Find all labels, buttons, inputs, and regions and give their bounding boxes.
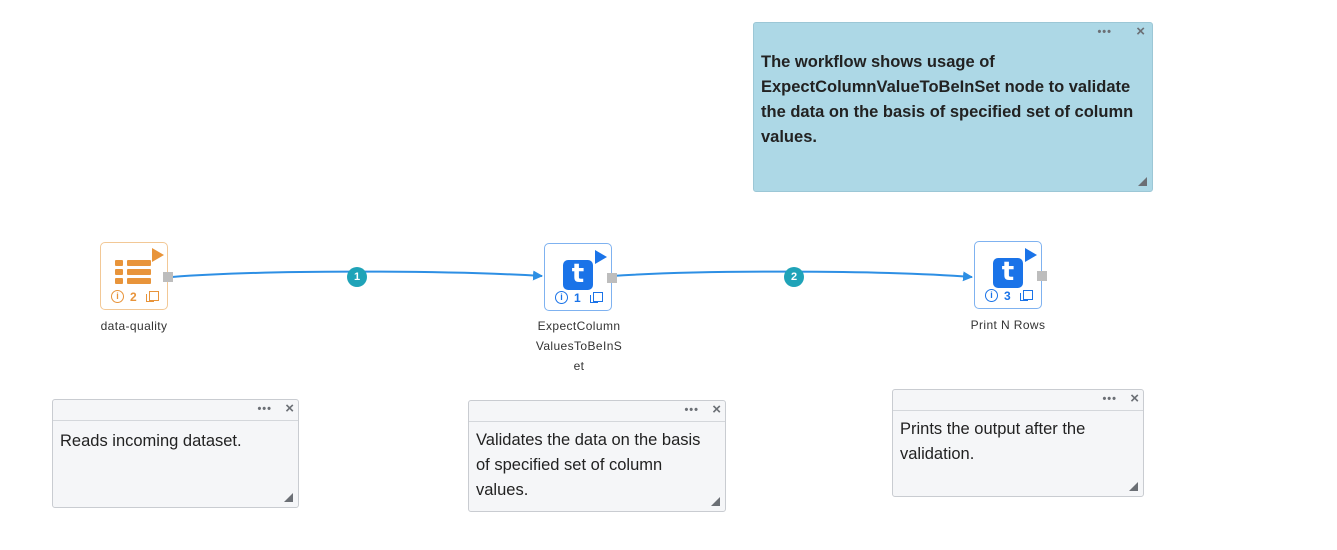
node-print-n-rows[interactable]: t i 3 xyxy=(974,241,1047,309)
copy-icon[interactable] xyxy=(1020,290,1033,301)
note-header: ••• × xyxy=(893,390,1143,411)
copy-icon[interactable] xyxy=(590,292,603,303)
note-menu-icon[interactable]: ••• xyxy=(1097,26,1112,38)
table-list-icon xyxy=(115,260,153,290)
node-label-print-n-rows: Print N Rows xyxy=(970,318,1046,332)
workflow-description-note[interactable]: ••• × The workflow shows usage of Expect… xyxy=(753,22,1153,192)
node-label-line: ValuesToBeInS xyxy=(535,339,623,353)
note-close-icon[interactable]: × xyxy=(1136,23,1145,40)
node-label-line: ExpectColumn xyxy=(537,319,621,333)
note-menu-icon[interactable]: ••• xyxy=(257,403,272,415)
node-footer: i 2 xyxy=(101,290,167,304)
note-header: ••• × xyxy=(53,400,298,421)
output-port[interactable] xyxy=(163,272,173,282)
note-close-icon[interactable]: × xyxy=(712,401,721,418)
node-footer: i 1 xyxy=(545,291,611,305)
note-validates-data[interactable]: ••• × Validates the data on the basis of… xyxy=(468,400,726,512)
t-icon: t xyxy=(563,260,593,290)
note-text: Prints the output after the validation. xyxy=(900,420,1086,463)
node-count: 2 xyxy=(130,290,137,304)
run-icon[interactable] xyxy=(1025,248,1037,262)
note-header: ••• × xyxy=(469,401,725,422)
run-icon[interactable] xyxy=(595,250,607,264)
info-icon[interactable]: i xyxy=(985,289,998,302)
t-icon: t xyxy=(993,258,1023,288)
note-resize-handle[interactable] xyxy=(1138,177,1147,186)
note-resize-handle[interactable] xyxy=(711,497,720,506)
output-port[interactable] xyxy=(607,273,617,283)
note-reads-dataset[interactable]: ••• × Reads incoming dataset. xyxy=(52,399,299,508)
note-menu-icon[interactable]: ••• xyxy=(684,404,699,416)
node-label-expect-column-values: ExpectColumn ValuesToBeInS et xyxy=(524,316,634,376)
note-text: Validates the data on the basis of speci… xyxy=(476,431,701,499)
note-prints-output[interactable]: ••• × Prints the output after the valida… xyxy=(892,389,1144,497)
note-header: ••• × xyxy=(754,23,1152,43)
copy-icon[interactable] xyxy=(146,291,159,302)
node-label-data-quality: data-quality xyxy=(100,319,168,333)
info-icon[interactable]: i xyxy=(555,291,568,304)
note-resize-handle[interactable] xyxy=(1129,482,1138,491)
node-footer: i 3 xyxy=(975,289,1041,303)
note-text: The workflow shows usage of ExpectColumn… xyxy=(761,53,1134,146)
node-count: 3 xyxy=(1004,289,1011,303)
node-expect-column-values-to-be-in-set[interactable]: t i 1 xyxy=(544,243,617,311)
info-icon[interactable]: i xyxy=(111,290,124,303)
note-resize-handle[interactable] xyxy=(284,493,293,502)
node-count: 1 xyxy=(574,291,581,305)
node-data-quality[interactable]: i 2 xyxy=(100,242,173,310)
link-badge-2[interactable]: 2 xyxy=(784,267,804,287)
output-port[interactable] xyxy=(1037,271,1047,281)
note-close-icon[interactable]: × xyxy=(1130,390,1139,407)
note-text: Reads incoming dataset. xyxy=(60,432,242,450)
note-menu-icon[interactable]: ••• xyxy=(1102,393,1117,405)
run-icon[interactable] xyxy=(152,248,164,262)
note-close-icon[interactable]: × xyxy=(285,400,294,417)
node-label-line: et xyxy=(573,359,585,373)
link-badge-1[interactable]: 1 xyxy=(347,267,367,287)
